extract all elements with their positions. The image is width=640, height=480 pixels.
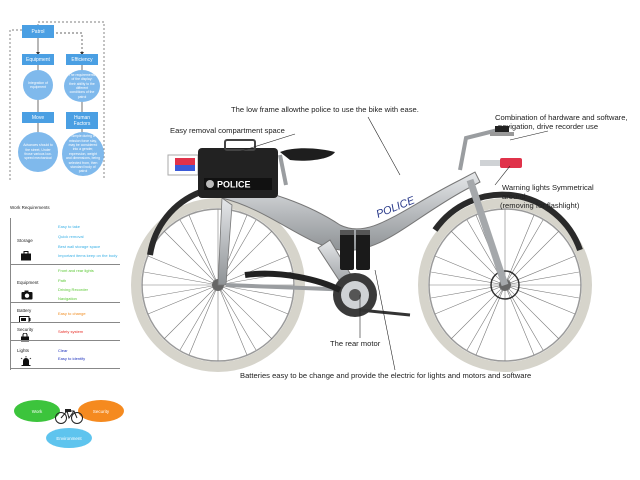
work-requirements-title: Work Requirements [10,205,50,210]
venn-work-label: Work [31,408,43,414]
flow-move-box: Move [22,112,54,123]
wr-divider [10,302,120,303]
chain-guard [244,270,342,293]
compartment-bag: POLICE [198,139,278,198]
flow-patrol-label: Patrol [31,28,45,35]
annotation-hardware-1: Combination of hardware and software, [495,113,628,122]
flow-human-circle: Simple during a mission force stay, may … [62,132,104,176]
annotation-lights-1: Warning lights Symmetrical [502,183,594,192]
front-warning-light [500,158,522,168]
wr-category-storage: Storage [17,238,33,243]
front-light-housing [480,160,500,166]
bike-seat [280,148,335,161]
rear-light-red [175,158,195,165]
handlebar-stem [458,128,499,171]
wr-item: Clear [58,348,68,353]
siren-icon [20,356,32,366]
annotation-batteries: Batteries easy to be change and provide … [240,371,532,380]
flow-patrol-box: Patrol [22,25,54,38]
flow-human-desc: Simple during a mission force stay, may … [66,134,100,174]
wr-item: Safety system [58,329,84,334]
wr-divider [10,264,120,265]
wr-item: Important items keep on the body [58,253,118,258]
police-bike-illustration: POLICE POLICE [131,126,592,372]
wr-divider [10,368,120,369]
venn-security: Security [78,400,124,422]
handlebar-console [490,132,514,136]
annotation-frame: The low frame allowthe police to use the… [231,105,419,114]
venn-security-label: Security [92,408,110,414]
front-wheel [418,198,592,372]
lock-icon [21,333,29,342]
flow-equipment-label: Equipment [26,56,50,63]
flow-equipment-box: Equipment [22,54,54,65]
wr-divider [10,340,120,341]
wr-item: Best wall storage space [58,244,101,249]
flow-equipment-desc: Integration of equipment [28,80,48,89]
flow-efficiency-label: Efficiency [71,56,93,63]
wr-category-lights: Lights [17,348,30,353]
camera-icon [21,290,33,300]
flow-efficiency-box: Efficiency [66,54,98,65]
flow-efficiency-desc: The requirements of the display: their a… [68,72,96,99]
flow-efficiency-circle: The requirements of the display: their a… [64,70,100,102]
wr-item: Navigation [58,296,77,301]
wr-category-battery: Battery [17,308,32,313]
annotation-lights-2: around [502,192,526,201]
annotation-motor: The rear motor [330,339,381,348]
flow-equipment-circle: Integration of equipment [23,70,53,100]
wr-category-security: Security [17,327,34,332]
rear-motor [333,273,377,317]
batteries [340,230,370,270]
flow-move-label: Move [31,114,45,121]
venn-environment: Environment [46,428,92,448]
flow-move-circle: Advances should to the street, Under tho… [18,132,58,172]
wr-item: Easy to change [58,311,86,316]
flow-human-factors-box: Human Factors [66,112,98,129]
flow-human-factors-label: Human Factors [73,114,91,127]
briefcase-icon [21,251,31,261]
front-fender [432,191,583,251]
wr-item: Driving Recorder [58,287,89,292]
wr-item: Path [58,278,67,283]
flow-move-desc: Advances should to the street, Under tho… [23,143,53,161]
wr-item: Easy to identify [58,356,86,361]
disc-brake [490,270,520,300]
kickstand [359,308,411,317]
venn-environment-label: Environment [56,435,82,441]
annotation-hardware-2: navigation, drive recorder use [498,122,599,131]
handlebar-grip [495,126,509,132]
annotation-lights-3: (removing for flashlight) [500,201,580,210]
wr-item: Easy to take [58,224,81,229]
venn-work: Work [14,400,60,422]
wr-item: Front and rear lights [58,268,94,273]
mini-bike-icon [55,409,83,424]
wr-vertical-line [10,218,11,370]
wr-item: Quick removal [58,234,84,239]
bag-police-text: POLICE [217,180,251,190]
rear-light-blue [175,165,195,171]
wr-divider [10,322,120,323]
annotation-compartment: Easy removal compartment space [170,126,285,135]
wr-category-equipment: Equipment [17,280,39,285]
